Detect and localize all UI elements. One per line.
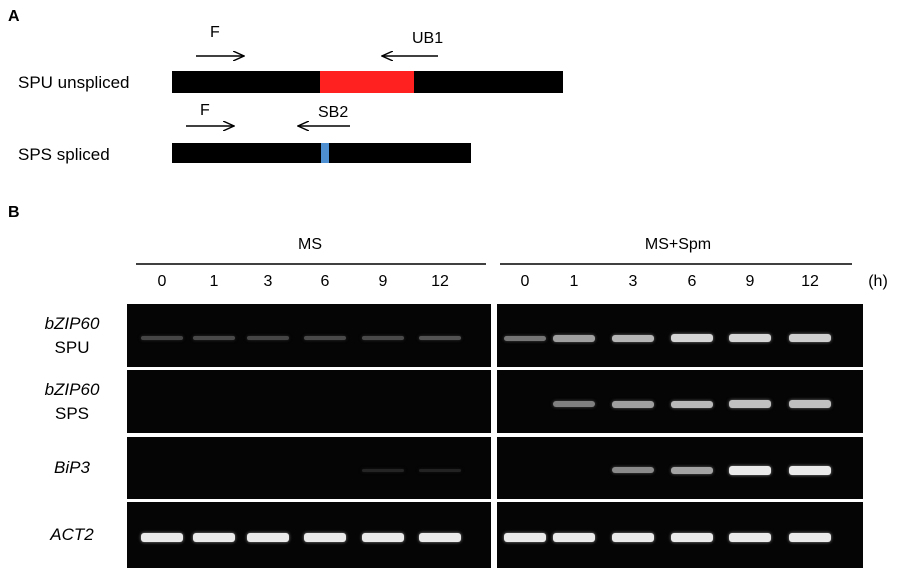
gel-band [419,468,461,472]
row-label: ACT2 [22,523,122,547]
gel-panel [127,437,491,499]
gene-name: BiP3 [54,458,90,477]
timepoint-label: 12 [431,273,449,290]
gel-band [612,467,654,474]
row-label: BiP3 [22,456,122,480]
primer-ub1: UB1 [412,30,444,47]
gel-panel [127,370,491,433]
time-unit: (h) [868,273,888,290]
gel-band [789,533,831,543]
gel-band [729,533,771,543]
timepoint-label: 1 [569,273,579,290]
gel-band [362,336,404,341]
gel-band [612,400,654,408]
gel-band [789,400,831,409]
gel-band [504,533,546,543]
gel-band [671,533,713,543]
gel-band [553,401,595,408]
timepoint-label: 12 [801,273,819,290]
timepoint-label: 3 [263,273,273,290]
timepoint-label: 6 [687,273,697,290]
primer-sb2: SB2 [318,104,349,121]
spu-intron-segment [320,71,414,93]
gene-name: bZIP60 [44,313,100,333]
condition-ms-spm: MS+Spm [644,236,712,253]
gel-band [193,533,235,543]
gel-band [362,468,404,472]
gel-band [671,466,713,474]
transcript-form: SPU [54,337,90,357]
gel-band [612,334,654,342]
sps-splice-junction [321,143,329,163]
gel-band [671,334,713,343]
timepoint-label: 1 [209,273,219,290]
gene-name: ACT2 [50,525,94,544]
condition-ms: MS [298,236,322,253]
gel-band [304,533,346,543]
sps-label: SPS spliced [18,145,110,164]
timepoint-label: 3 [628,273,638,290]
gel-band [729,400,771,409]
gel-band [729,465,771,475]
gel-band [553,334,595,342]
gel-band [193,336,235,341]
gel-band [729,334,771,343]
primer-f-sps: F [200,102,210,119]
timepoint-label: 0 [520,273,530,290]
transcript-form: SPS [54,403,90,423]
gel-panel [127,304,491,367]
gel-band [247,533,289,543]
gel-band [504,335,546,341]
gel-band [419,533,461,543]
timepoint-label: 6 [320,273,330,290]
gel-band [789,465,831,475]
gel-band [671,400,713,408]
gel-band [612,533,654,543]
timepoint-label: 0 [157,273,167,290]
gel-band [247,336,289,341]
gel-band [141,533,183,543]
timepoint-label: 9 [378,273,388,290]
spu-label: SPU unspliced [18,73,130,92]
gel-band [553,533,595,543]
gel-band [789,334,831,343]
panel-a-letter: A [8,8,20,25]
gel-band [141,336,183,341]
panel-b-letter: B [8,204,20,221]
timepoint-label: 9 [745,273,755,290]
gel-band [304,336,346,341]
primer-f-spu: F [210,24,220,41]
gene-name: bZIP60 [44,379,100,399]
gel-band [419,336,461,341]
gel-band [362,533,404,543]
